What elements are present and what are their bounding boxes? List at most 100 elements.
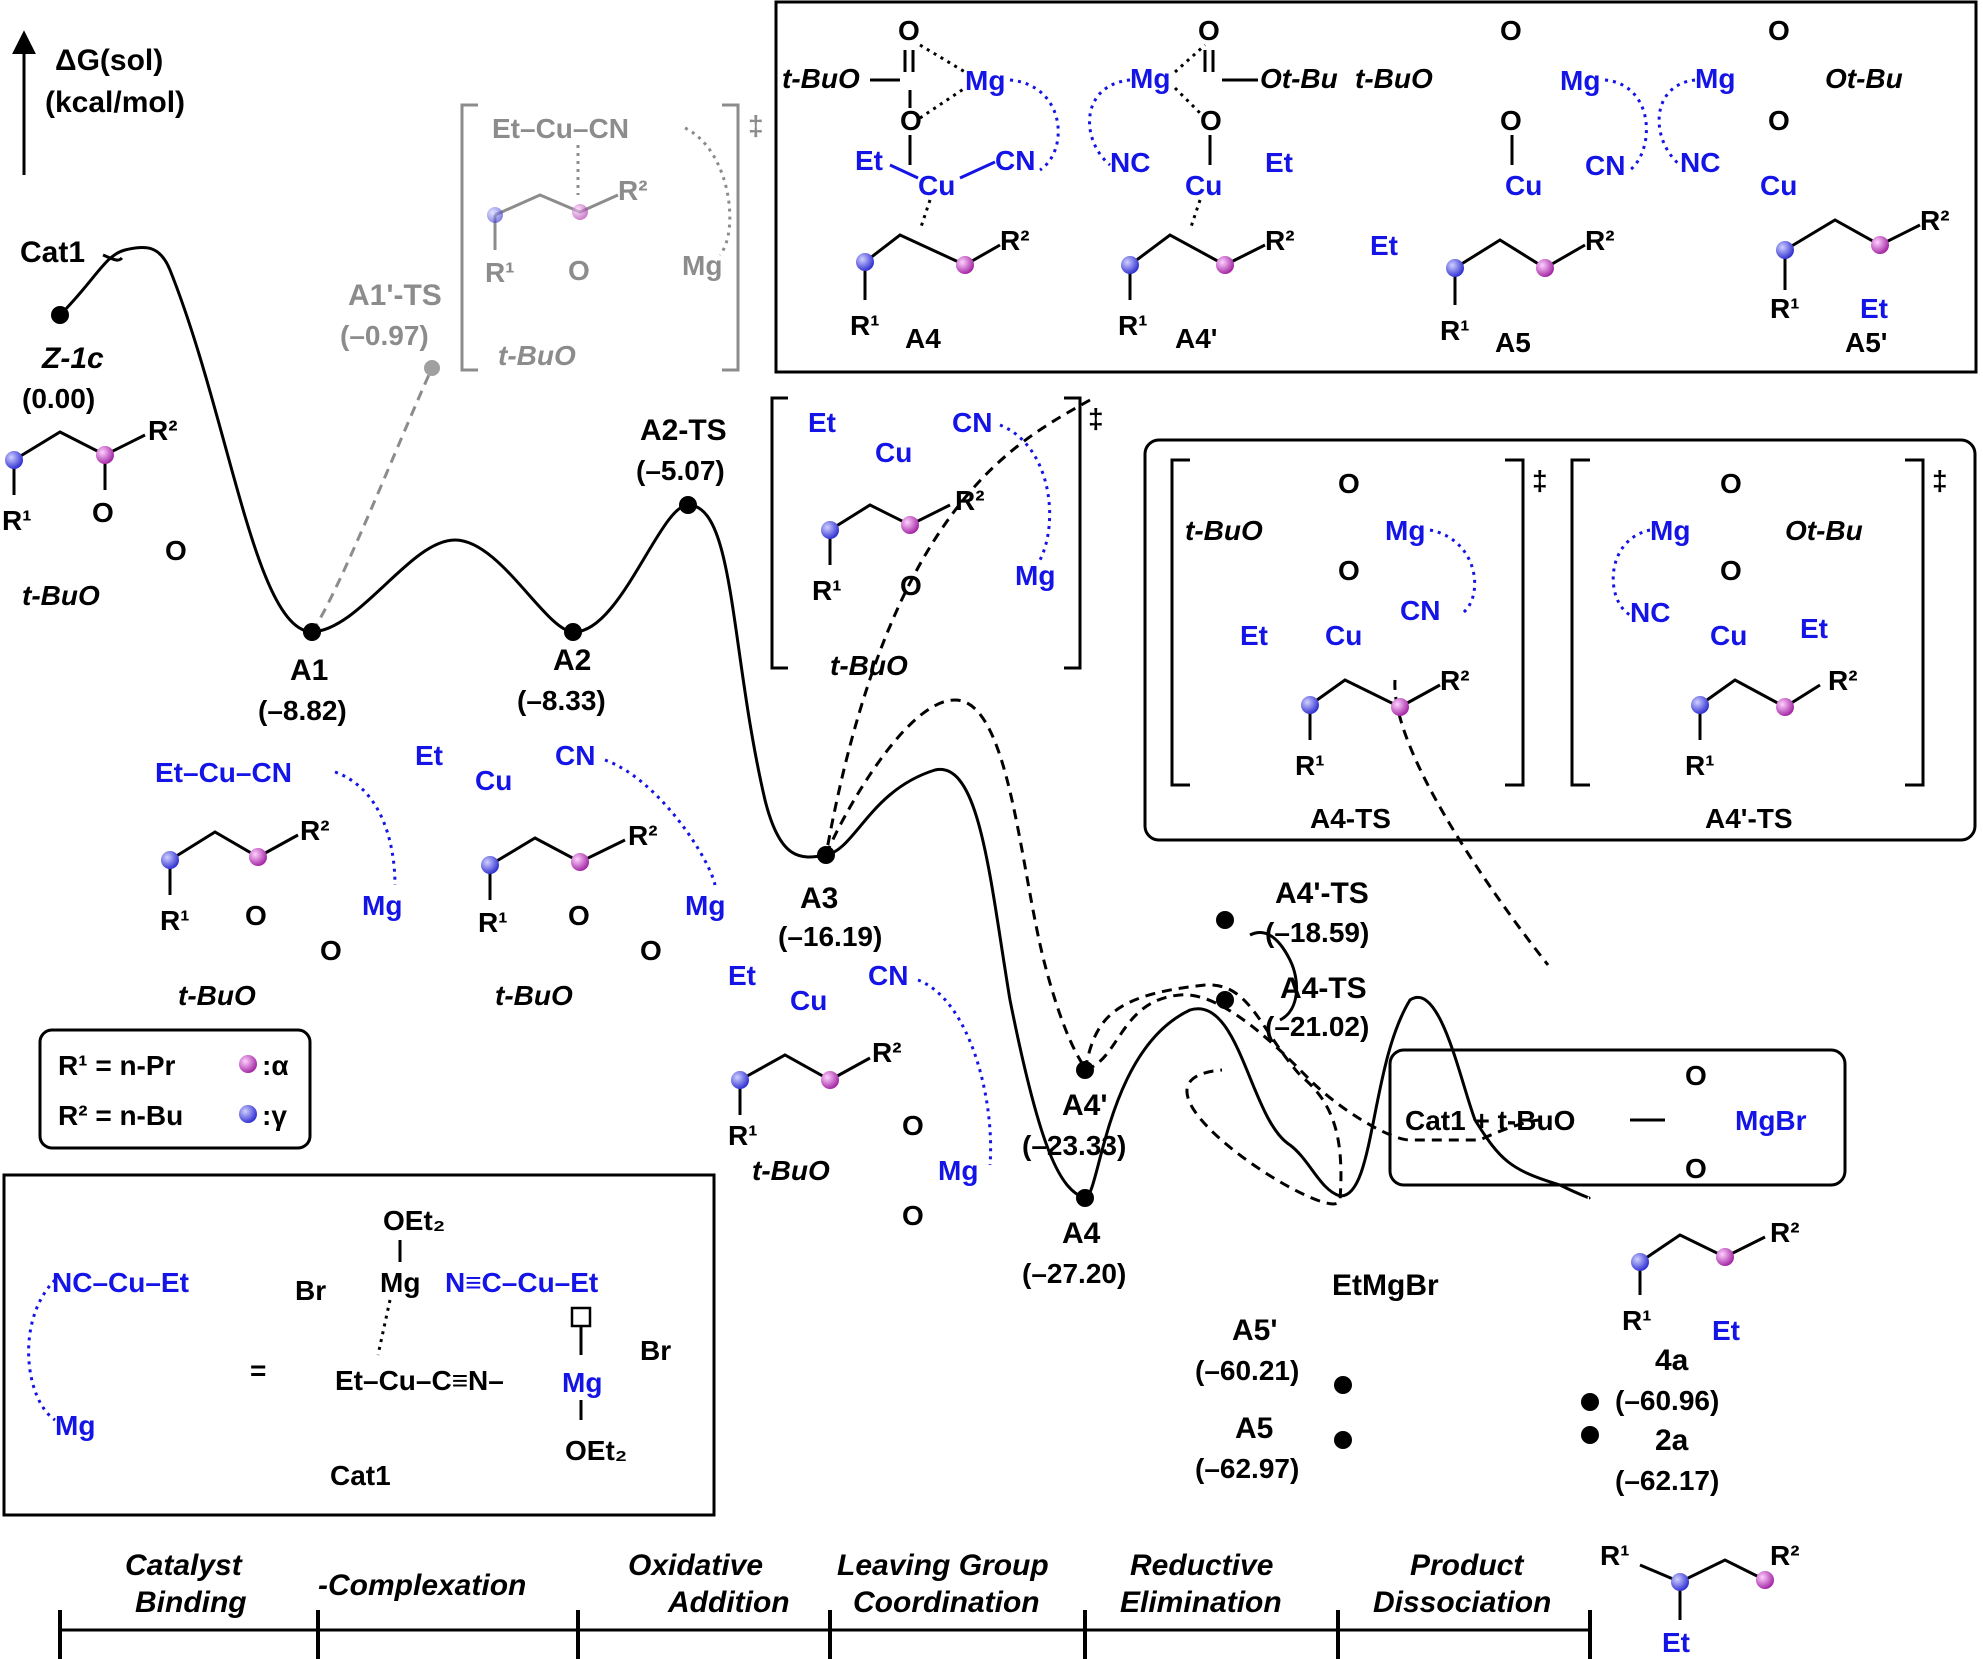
svg-text:O: O (1338, 468, 1360, 499)
svg-text:R¹: R¹ (1622, 1305, 1652, 1336)
point-4a (1581, 1393, 1599, 1411)
product-4a-structure: R² R¹ Et (1622, 1217, 1800, 1346)
svg-text:R²: R² (628, 820, 658, 851)
a4ts-label: A4-TS (1280, 972, 1367, 1005)
svg-text:Mg: Mg (1695, 63, 1735, 94)
legend-r1: R¹ = n-Pr (58, 1050, 176, 1081)
a3-structure: Et Cu CN R² R¹ O O t-BuO Mg (728, 960, 993, 1231)
a2-label: A2 (553, 644, 591, 677)
svg-text:Et: Et (1240, 620, 1268, 651)
svg-text:t-BuO: t-BuO (752, 1155, 830, 1186)
etmgbr-label: EtMgBr (1332, 1269, 1439, 1302)
svg-text:R²: R² (1440, 665, 1470, 696)
svg-text:Et: Et (1662, 1627, 1690, 1658)
stage-axis: Catalyst Binding -Complexation Oxidative… (58, 1549, 1592, 1659)
a1-label: A1 (290, 654, 328, 687)
point-a2ts (679, 496, 697, 514)
svg-text:Ot-Bu: Ot-Bu (1260, 63, 1338, 94)
svg-text:Et: Et (1265, 147, 1293, 178)
svg-text:CN: CN (952, 407, 992, 438)
svg-text:R¹: R¹ (850, 310, 880, 341)
stage-3-line1: Oxidative (628, 1549, 763, 1582)
svg-text:NC: NC (1630, 597, 1670, 628)
cat-br-left: Br (295, 1275, 326, 1306)
ts-box: ‡ ‡ t-BuO O O Mg Et Cu CN R² R¹ A4-TS Mg… (1143, 438, 1977, 842)
svg-text:R¹: R¹ (1600, 1540, 1630, 1571)
a4pts-label: A4'-TS (1275, 877, 1369, 910)
a1ts-value: (–0.97) (340, 320, 429, 351)
point-a4p (1076, 1061, 1094, 1079)
stage-6-line1: Product (1410, 1549, 1525, 1582)
4a-value: (–60.96) (1615, 1385, 1719, 1416)
svg-text:O: O (1768, 15, 1790, 46)
svg-text:Cu: Cu (1760, 170, 1797, 201)
cat-oet2-bottom: OEt₂ (565, 1435, 627, 1466)
svg-text:Cu: Cu (1185, 170, 1222, 201)
svg-text:Mg: Mg (682, 250, 722, 281)
point-2a (1581, 1426, 1599, 1444)
svg-text:Mg: Mg (1015, 560, 1055, 591)
ts-a4p-label: A4'-TS (1705, 803, 1793, 834)
svg-text:O: O (1500, 15, 1522, 46)
stage-1-line1: Catalyst (125, 1549, 244, 1582)
a5-label: A5 (1235, 1412, 1273, 1445)
svg-text:Cu: Cu (790, 985, 827, 1016)
point-labels: Cat1 Z-1c (0.00) A1'-TS (–0.97) A1 (–8.8… (20, 236, 1719, 1496)
structure-a5p: Mg O O Ot-Bu NC Cu R² R¹ Et A5' (1657, 15, 1950, 358)
svg-text:O: O (320, 935, 342, 966)
svg-text:O: O (245, 900, 267, 931)
svg-text:O: O (1500, 105, 1522, 136)
svg-text:R²: R² (872, 1037, 902, 1068)
stage-5-line2: Elimination (1120, 1586, 1282, 1619)
stage-1-line2: Binding (135, 1586, 247, 1619)
svg-text:Et: Et (728, 960, 756, 991)
svg-text:R²: R² (1920, 205, 1950, 236)
svg-text:R²: R² (1770, 1540, 1800, 1571)
a5-value: (–62.97) (1195, 1453, 1299, 1484)
a2-value: (–8.33) (517, 685, 606, 716)
svg-text:CN: CN (1585, 150, 1625, 181)
svg-text:Mg: Mg (938, 1155, 978, 1186)
a4p-label: A4' (1062, 1089, 1107, 1122)
cat-oet2-top: OEt₂ (383, 1205, 445, 1236)
svg-text:t-BuO: t-BuO (782, 63, 860, 94)
z1c-value: (0.00) (22, 383, 95, 414)
svg-text:O: O (640, 935, 662, 966)
svg-text:R¹: R¹ (1685, 750, 1715, 781)
stage-5-line1: Reductive (1130, 1549, 1273, 1582)
stage-4-line1: Leaving Group (837, 1549, 1049, 1582)
svg-text:O: O (900, 105, 922, 136)
product-mg: MgBr (1735, 1105, 1807, 1136)
svg-text:R¹: R¹ (478, 907, 508, 938)
a2-structure: Et Cu CN R² R¹ O O Mg t-BuO (415, 740, 725, 1011)
svg-text:O: O (898, 15, 920, 46)
a4p-value: (–23.33) (1022, 1130, 1126, 1161)
svg-text:Ot-Bu: Ot-Bu (1785, 515, 1863, 546)
legend-r2: R² = n-Bu (58, 1100, 183, 1131)
svg-text:t-BuO: t-BuO (830, 650, 908, 681)
y-axis: ΔG(sol) (kcal/mol) (11, 30, 185, 175)
stage-6-line2: Dissociation (1373, 1586, 1551, 1619)
legend-gamma: :γ (262, 1100, 287, 1131)
stage-3-line2: Addition (667, 1586, 790, 1619)
svg-text:Mg: Mg (1560, 65, 1600, 96)
svg-text:‡: ‡ (1532, 465, 1548, 496)
svg-text:O: O (1685, 1060, 1707, 1091)
svg-text:Cu: Cu (1710, 620, 1747, 651)
cat-name: Cat1 (330, 1460, 391, 1491)
svg-text:‡: ‡ (748, 110, 764, 141)
cat-et-cu-cn: Et–Cu–C≡N– (335, 1365, 504, 1396)
svg-text:O: O (1768, 105, 1790, 136)
svg-text:O: O (1198, 15, 1220, 46)
catalyst-box: NC–Cu–Et Mg = OEt₂ Br Mg N≡C–Cu–Et Et–Cu… (2, 1173, 716, 1517)
svg-text:Et: Et (808, 407, 836, 438)
a3-value: (–16.19) (778, 921, 882, 952)
stationary-points (51, 306, 1599, 1449)
svg-text:Cu: Cu (475, 765, 512, 796)
a1-value: (–8.82) (258, 695, 347, 726)
svg-text:O: O (1685, 1153, 1707, 1184)
svg-text:O: O (900, 570, 922, 601)
svg-text:R¹: R¹ (1295, 750, 1325, 781)
4a-label: 4a (1655, 1344, 1689, 1377)
